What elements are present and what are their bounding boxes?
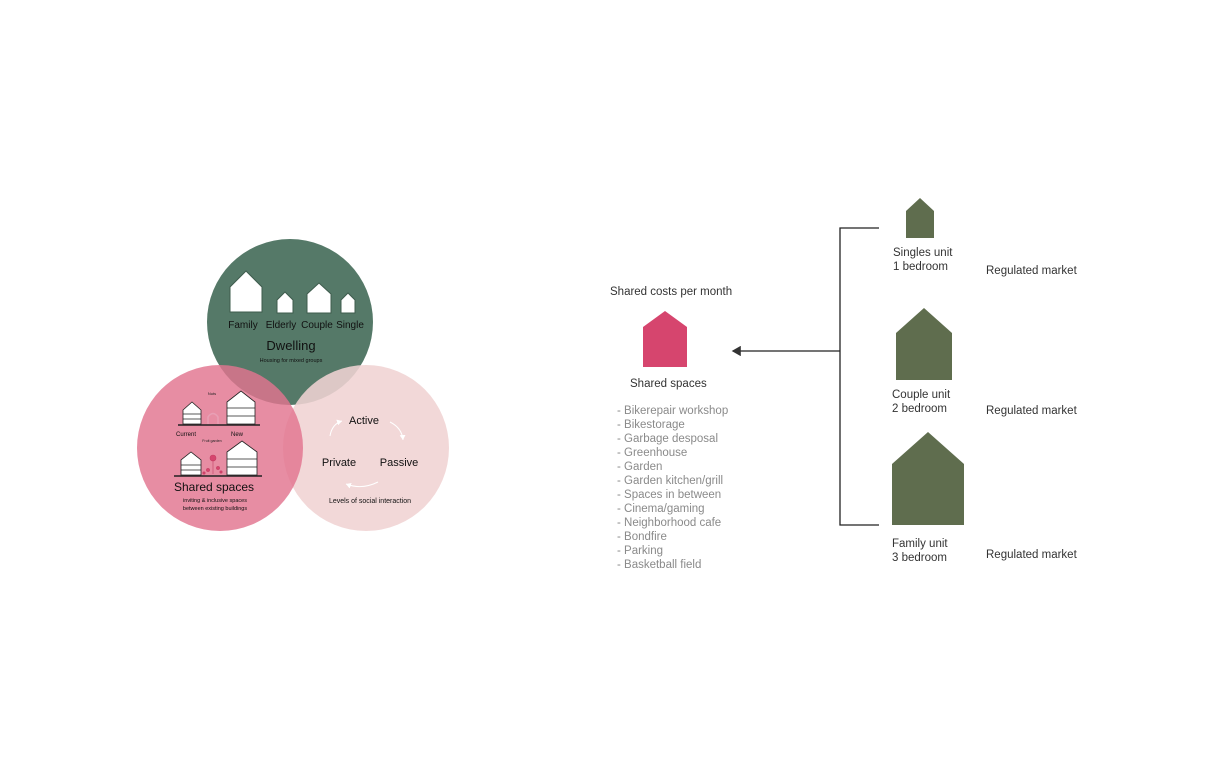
- house-label-single: Single: [336, 320, 364, 331]
- list-item: - Garden kitchen/grill: [617, 475, 723, 487]
- list-item: - Bondfire: [617, 531, 667, 543]
- label-current: Current: [176, 432, 196, 438]
- family-unit-label: Family unit: [892, 538, 948, 550]
- singles-unit-market: Regulated market: [986, 265, 1078, 277]
- house-label-couple: Couple: [301, 320, 333, 331]
- venn-diagram: Family Elderly Couple Single Dwelling Ho…: [137, 239, 449, 531]
- list-item: - Spaces in between: [617, 489, 721, 501]
- family-unit-house-icon: [892, 432, 964, 525]
- shared-circle: [137, 365, 303, 531]
- list-item: - Garden: [617, 461, 662, 473]
- single-house-icon: [340, 292, 356, 314]
- list-item: - Bikestorage: [617, 419, 685, 431]
- list-item: - Neighborhood cafe: [617, 517, 721, 529]
- list-item: - Basketball field: [617, 559, 701, 571]
- family-unit-market: Regulated market: [986, 549, 1078, 561]
- shared-costs-title: Shared costs per month: [610, 286, 732, 298]
- shared-subtitle-1: inviting & inclusive spaces: [183, 498, 247, 504]
- shared-title: Shared spaces: [174, 480, 254, 494]
- family-house-icon: [229, 270, 263, 313]
- shared-subtitle-2: between existing buildings: [183, 506, 247, 512]
- social-private: Private: [322, 457, 356, 469]
- arch-icon: [207, 412, 219, 424]
- list-item: - Bikerepair workshop: [617, 405, 728, 417]
- cycle-arrows-icon: [329, 419, 406, 489]
- couple-house-icon: [306, 282, 332, 314]
- social-passive: Passive: [380, 457, 419, 469]
- singles-unit-house-icon: [906, 198, 934, 238]
- current-house-2-icon: [180, 451, 202, 476]
- singles-unit-bedrooms: 1 bedroom: [893, 261, 948, 273]
- dwelling-subtitle: Housing for mixed groups: [260, 358, 323, 364]
- label-fruit-garden: Fruit garden: [202, 439, 221, 443]
- shared-houses: [180, 390, 258, 476]
- list-item: - Cinema/gaming: [617, 503, 705, 515]
- elderly-house-icon: [276, 291, 294, 314]
- connector-bracket: [731, 227, 879, 526]
- garden-icon: [202, 454, 223, 475]
- dwelling-houses: [229, 270, 356, 314]
- dwelling-title: Dwelling: [266, 338, 315, 353]
- couple-unit-label: Couple unit: [892, 389, 951, 401]
- social-active: Active: [349, 415, 379, 427]
- shared-costs-section: Shared costs per month Shared spaces - B…: [610, 286, 732, 571]
- new-house-2-icon: [226, 440, 258, 476]
- shared-house-label: Shared spaces: [630, 378, 707, 390]
- couple-unit-house-icon: [896, 308, 952, 380]
- label-nuts: Nuts: [208, 391, 216, 396]
- couple-unit-bedrooms: 2 bedroom: [892, 403, 947, 415]
- shared-house-icon: [643, 311, 687, 367]
- list-item: - Garbage desposal: [617, 433, 718, 445]
- label-new: New: [231, 432, 244, 438]
- list-item: - Parking: [617, 545, 663, 557]
- units-section: Singles unit 1 bedroom Regulated market …: [892, 198, 1078, 564]
- social-circle: [283, 365, 449, 531]
- couple-unit-market: Regulated market: [986, 405, 1078, 417]
- house-label-elderly: Elderly: [266, 320, 297, 331]
- singles-unit-label: Singles unit: [893, 247, 953, 259]
- shared-items-list: - Bikerepair workshop - Bikestorage - Ga…: [617, 405, 728, 571]
- social-caption: Levels of social interaction: [329, 498, 411, 505]
- list-item: - Greenhouse: [617, 447, 687, 459]
- house-label-family: Family: [228, 320, 257, 331]
- current-house-icon: [182, 401, 202, 425]
- family-unit-bedrooms: 3 bedroom: [892, 552, 947, 564]
